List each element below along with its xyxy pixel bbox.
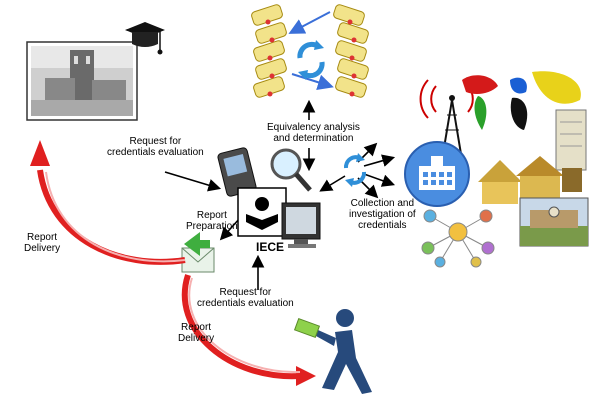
diploma-scroll-icon: [251, 4, 369, 98]
collection-label: Collection and investigation of credenti…: [349, 198, 416, 231]
refresh-cycle-icon: [344, 153, 366, 187]
pda-phone-icon: [217, 147, 257, 197]
report-delivery-bottom-label: Report Delivery: [178, 322, 215, 344]
campus-photo-image: [519, 197, 589, 247]
university-building-image: [26, 41, 138, 121]
server-icon: [555, 109, 587, 171]
person-reading-icon: [237, 187, 287, 237]
graduation-cap-icon: [125, 22, 165, 55]
report-preparation-label: Report Preparation: [186, 210, 238, 232]
equivalency-label: Equivalency analysis and determination: [267, 122, 360, 144]
envelope-icon: [181, 232, 215, 273]
black-arrows: [164, 99, 396, 290]
walking-person-icon: [293, 309, 372, 394]
magnifier-icon: [270, 148, 312, 192]
report-delivery-arrow-bottom: [181, 274, 316, 386]
report-delivery-arrow-left: [30, 140, 186, 265]
computer-monitor-icon: [281, 202, 321, 248]
network-diagram-icon: [421, 209, 495, 268]
center-label: IECE: [256, 240, 284, 254]
blue-arrows: [288, 11, 334, 91]
refresh-cycle-icon: [297, 40, 325, 80]
request-for-evaluation-label: Request for credentials evaluation: [107, 136, 204, 158]
request-for-evaluation-person-label: Request for credentials evaluation: [197, 287, 294, 309]
world-map-icon: [462, 71, 581, 132]
school-building-icon: [404, 141, 470, 207]
report-delivery-left-label: Report Delivery: [24, 232, 61, 254]
